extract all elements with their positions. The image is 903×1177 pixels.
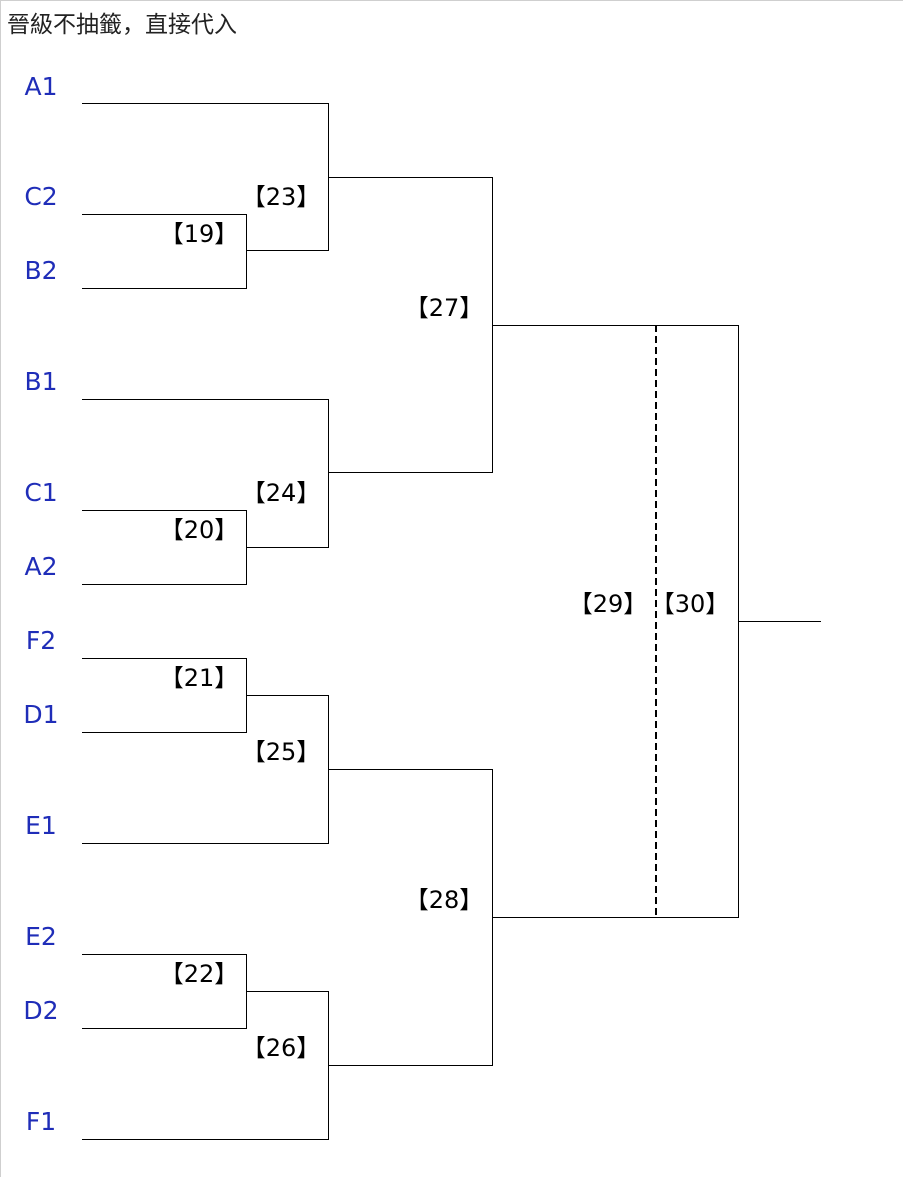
bracket-line-b1 <box>82 399 329 548</box>
match-label-27: 【27】 <box>405 294 484 322</box>
match-labels: 【19】 【20】 【21】 【22】 【23】 【24】 【25】 【26】 … <box>160 183 730 1062</box>
bracket-line-23 <box>328 177 493 473</box>
bracket-line-27 <box>492 325 739 918</box>
page-title: 晉級不抽籤，直接代入 <box>7 12 237 38</box>
team-label-e2: E2 <box>25 922 57 951</box>
bracket-lines <box>82 103 821 1140</box>
bracket-line-26 <box>82 991 329 1140</box>
team-label-d2: D2 <box>23 996 58 1025</box>
bracket-line-28-top <box>328 769 493 1066</box>
match-label-23: 【23】 <box>242 183 321 211</box>
match-label-28: 【28】 <box>405 886 484 914</box>
team-label-a1: A1 <box>24 72 57 101</box>
team-label-e1: E1 <box>25 811 57 840</box>
match-label-24: 【24】 <box>242 479 321 507</box>
team-label-a2: A2 <box>24 552 57 581</box>
team-label-d1: D1 <box>23 700 58 729</box>
team-label-c1: C1 <box>24 478 57 507</box>
bracket-line-19 <box>82 214 247 289</box>
match-label-29: 【29】 <box>569 590 648 618</box>
bracket-line-20 <box>82 510 247 585</box>
match-label-25: 【25】 <box>242 738 321 766</box>
bracket-line-25 <box>82 695 329 844</box>
team-label-c2: C2 <box>24 182 57 211</box>
match-label-21: 【21】 <box>160 664 239 692</box>
match-label-22: 【22】 <box>160 960 239 988</box>
match-label-26: 【26】 <box>242 1034 321 1062</box>
team-labels: A1 C2 B2 B1 C1 A2 F2 D1 E1 E2 D2 F1 <box>23 72 58 1136</box>
team-label-f1: F1 <box>26 1107 56 1136</box>
match-label-30: 【30】 <box>651 590 730 618</box>
team-label-b2: B2 <box>24 256 57 285</box>
team-label-b1: B1 <box>24 367 57 396</box>
team-label-f2: F2 <box>26 626 56 655</box>
match-label-20: 【20】 <box>160 516 239 544</box>
match-label-19: 【19】 <box>160 220 239 248</box>
